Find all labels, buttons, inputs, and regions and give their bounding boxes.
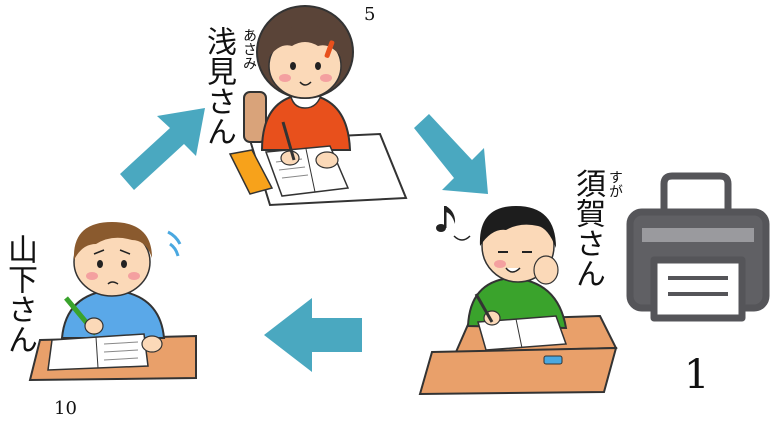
asami-name-label: 浅見さん	[201, 26, 236, 146]
asami-name: 浅見さん	[201, 26, 236, 146]
music-note-icon	[436, 206, 471, 241]
suga-name: 須賀さん	[570, 168, 605, 288]
suga-furigana: すが	[607, 170, 623, 198]
asami-furigana-label: あさみ	[241, 28, 257, 70]
suga-name-label: 須賀さん	[570, 168, 605, 288]
yamashita-name-label: 山下さん	[2, 234, 37, 354]
yamashita-count: 10	[54, 398, 77, 419]
asami-count: 5	[364, 4, 376, 25]
suga-furigana-label: すが	[607, 170, 623, 198]
yamashita-name: 山下さん	[2, 234, 37, 354]
suga-count: 1	[684, 352, 710, 398]
asami-furigana: あさみ	[241, 28, 257, 70]
